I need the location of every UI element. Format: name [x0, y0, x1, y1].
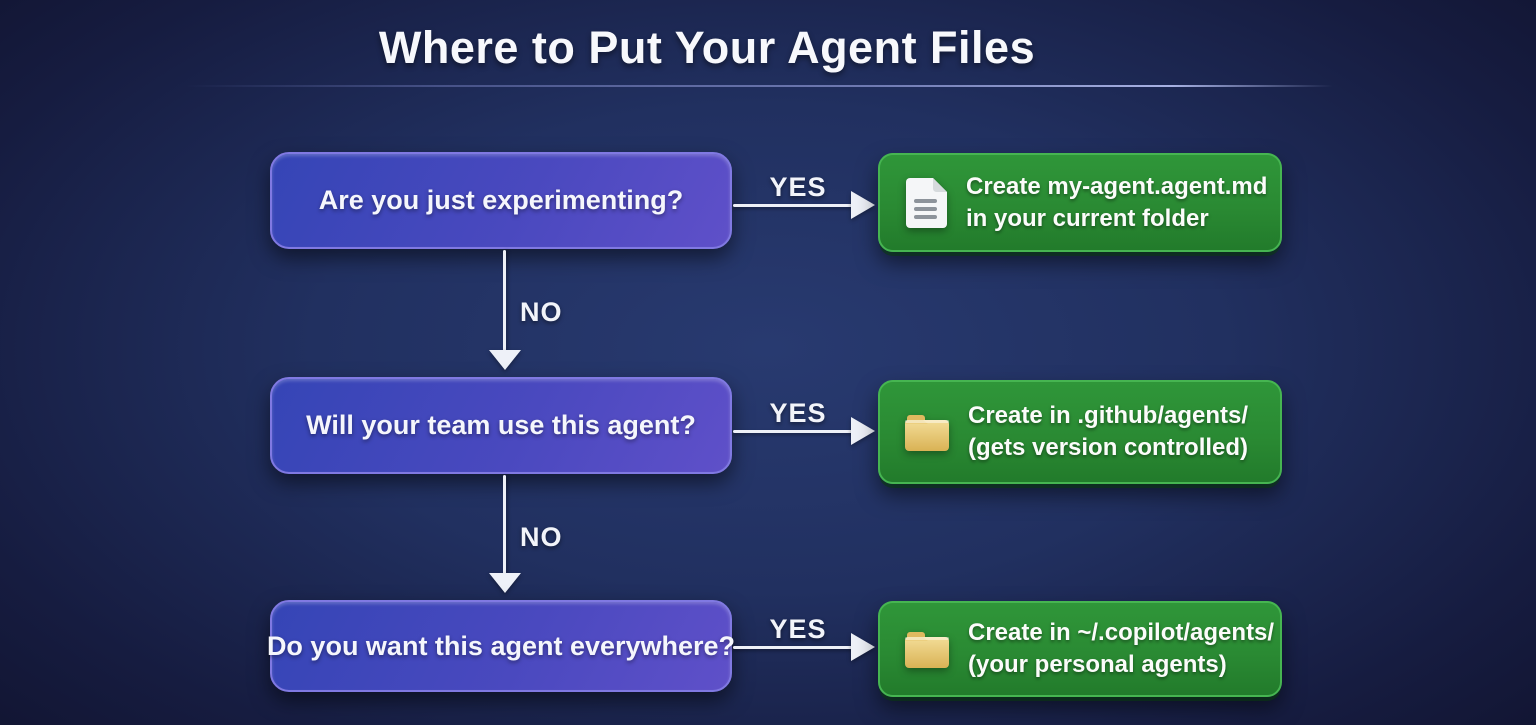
result-line1: Create in .github/agents/ [968, 402, 1249, 429]
result-box-github-agents: Create in .github/agents/ (gets version … [878, 380, 1282, 484]
folder-icon [903, 628, 951, 670]
yes-arrow-line [733, 430, 855, 433]
folder-icon [903, 411, 951, 453]
no-label: NO [520, 522, 563, 552]
yes-label: YES [769, 172, 827, 202]
result-line1: Create in ~/.copilot/agents/ [968, 619, 1275, 646]
yes-arrowhead-icon [851, 633, 875, 661]
result-box-current-folder: Create my-agent.agent.md in your current… [878, 153, 1282, 252]
result-line1: Create my-agent.agent.md [966, 172, 1268, 200]
question-text: Will your team use this agent? [306, 410, 696, 440]
result-line2: (gets version controlled) [968, 434, 1249, 461]
result-text: Create my-agent.agent.md in your current… [966, 171, 1267, 235]
question-text: Do you want this agent everywhere? [266, 630, 736, 661]
page-title: Where to Put Your Agent Files [378, 22, 1036, 73]
no-arrowhead-icon [489, 350, 521, 370]
no-label: NO [520, 297, 563, 327]
no-arrowhead-icon [489, 573, 521, 593]
yes-arrow-line [733, 646, 855, 649]
no-arrow-line [503, 475, 506, 575]
yes-arrowhead-icon [851, 417, 875, 445]
document-icon [903, 176, 949, 230]
yes-arrowhead-icon [851, 191, 875, 219]
question-box-team: Will your team use this agent? [270, 377, 732, 474]
question-text: Are you just experimenting? [318, 185, 684, 215]
yes-label: YES [769, 398, 827, 428]
yes-label: YES [769, 614, 827, 644]
result-text: Create in .github/agents/ (gets version … [968, 400, 1248, 464]
yes-arrow-line [733, 204, 855, 207]
result-line2: (your personal agents) [968, 651, 1227, 678]
result-line2: in your current folder [966, 204, 1209, 232]
question-box-everywhere: Do you want this agent everywhere? [266, 600, 736, 692]
question-box-experimenting: Are you just experimenting? [270, 152, 732, 249]
title-divider [185, 85, 1333, 87]
result-box-copilot-agents: Create in ~/.copilot/agents/ (your perso… [878, 601, 1282, 697]
no-arrow-line [503, 250, 506, 352]
result-text: Create in ~/.copilot/agents/ (your perso… [968, 617, 1274, 681]
